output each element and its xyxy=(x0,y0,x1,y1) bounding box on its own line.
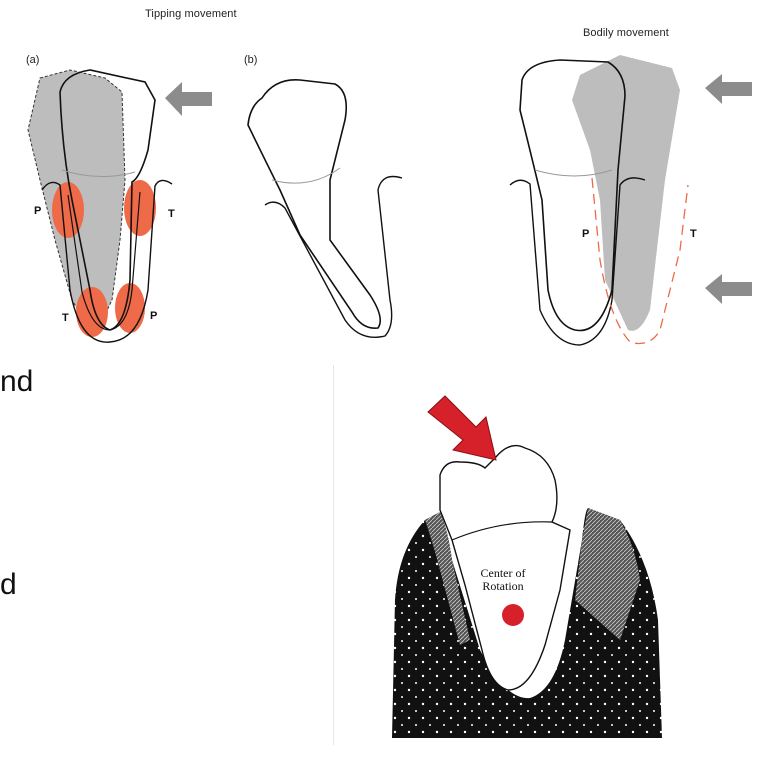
force-arrow-red xyxy=(428,396,496,460)
center-of-rotation-dot xyxy=(502,604,524,626)
center-label-line2: Rotation xyxy=(468,580,538,593)
center-of-rotation-label: Center of Rotation xyxy=(468,567,538,593)
